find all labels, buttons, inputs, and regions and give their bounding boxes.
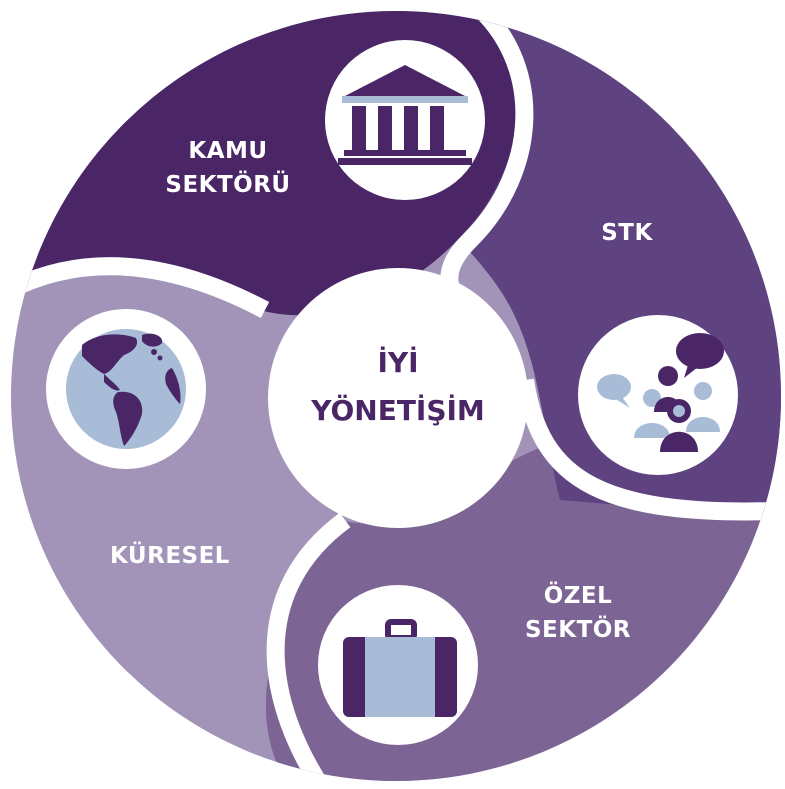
kuresel-label: KÜRESEL [110,541,230,569]
community-people-icon [597,333,724,452]
kamu-label-line1: KAMU [188,138,267,164]
briefcase-icon [343,619,457,717]
ozel-label-line1: ÖZEL [544,581,613,609]
globe-icon [66,329,186,449]
divider-ozel-kuresel [266,512,351,781]
kamu-label-line2: SEKTÖRÜ [165,170,290,198]
center-circle [268,268,528,528]
stk-label: STK [601,220,653,246]
center-title-line1: İYİ [377,345,418,379]
divider-stk-ozel [516,378,781,521]
ozel-label-line2: SEKTÖR [525,615,631,643]
divider-kuresel-kamu [11,257,270,318]
government-building-icon [338,65,472,165]
center-title-line2: YÖNETİŞİM [310,393,485,427]
